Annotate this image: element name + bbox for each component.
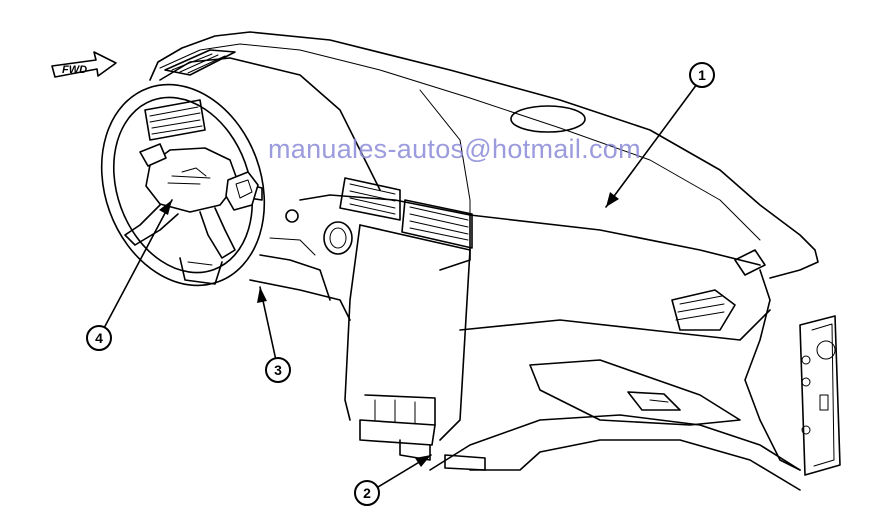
callout-2: 2: [354, 480, 380, 506]
fwd-label: FWD: [62, 64, 87, 76]
callout-3-label: 3: [274, 362, 282, 378]
callout-4: 4: [86, 325, 112, 351]
fwd-arrow: FWD: [51, 51, 117, 78]
dashboard-body: [149, 31, 841, 491]
steering-wheel: [100, 83, 266, 287]
callout-2-label: 2: [363, 485, 371, 501]
callout-4-label: 4: [95, 330, 103, 346]
leader-lines: [102, 79, 701, 491]
callout-1-label: 1: [698, 67, 706, 83]
callout-3: 3: [265, 357, 291, 383]
watermark-text: manuales-autos@hotmail.com: [268, 134, 641, 164]
callout-1: 1: [689, 62, 715, 88]
